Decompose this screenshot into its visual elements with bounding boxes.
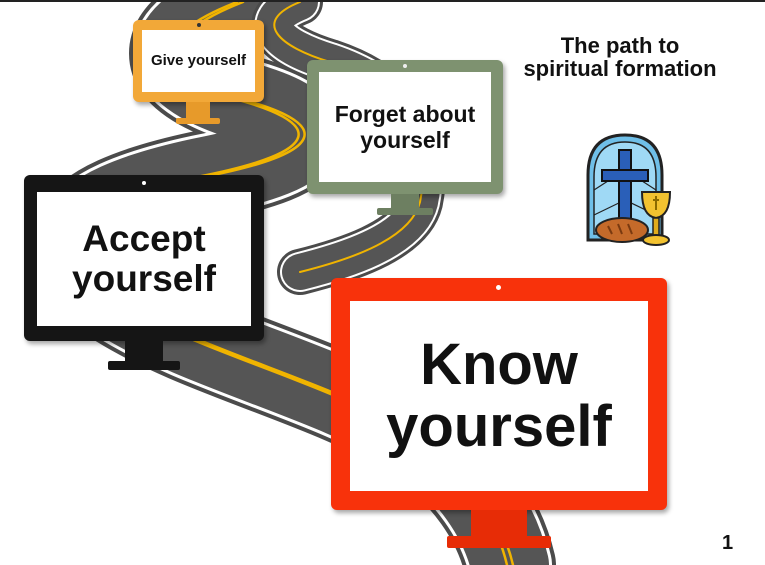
monitor-accept-yourself: Accept yourself: [24, 175, 264, 375]
monitor-stand: [125, 341, 163, 363]
camera-dot: [197, 23, 201, 27]
stained-glass-cross-chalice-bread-icon: [580, 130, 680, 250]
camera-dot: [142, 181, 146, 185]
monitor-know-yourself: Know yourself: [331, 278, 667, 550]
monitor-label: Know yourself: [350, 301, 648, 491]
monitor-stand: [471, 510, 527, 538]
monitor-base: [108, 361, 180, 370]
monitor-label: Accept yourself: [37, 192, 251, 326]
monitor-frame: Forget about yourself: [307, 60, 503, 194]
monitor-give-yourself: Give yourself: [133, 20, 264, 130]
page-number: 1: [722, 532, 733, 555]
monitor-frame: Give yourself: [133, 20, 264, 102]
monitor-frame: Know yourself: [331, 278, 667, 510]
monitor-base: [447, 536, 551, 548]
monitor-label: Give yourself: [142, 30, 255, 92]
camera-dot: [403, 64, 407, 68]
slide-title: The path to spiritual formation: [520, 34, 720, 80]
monitor-label: Forget about yourself: [319, 72, 491, 182]
camera-dot: [496, 285, 501, 290]
monitor-forget-about-yourself: Forget about yourself: [307, 60, 503, 220]
monitor-frame: Accept yourself: [24, 175, 264, 341]
monitor-base: [176, 118, 220, 124]
monitor-base: [377, 208, 433, 215]
